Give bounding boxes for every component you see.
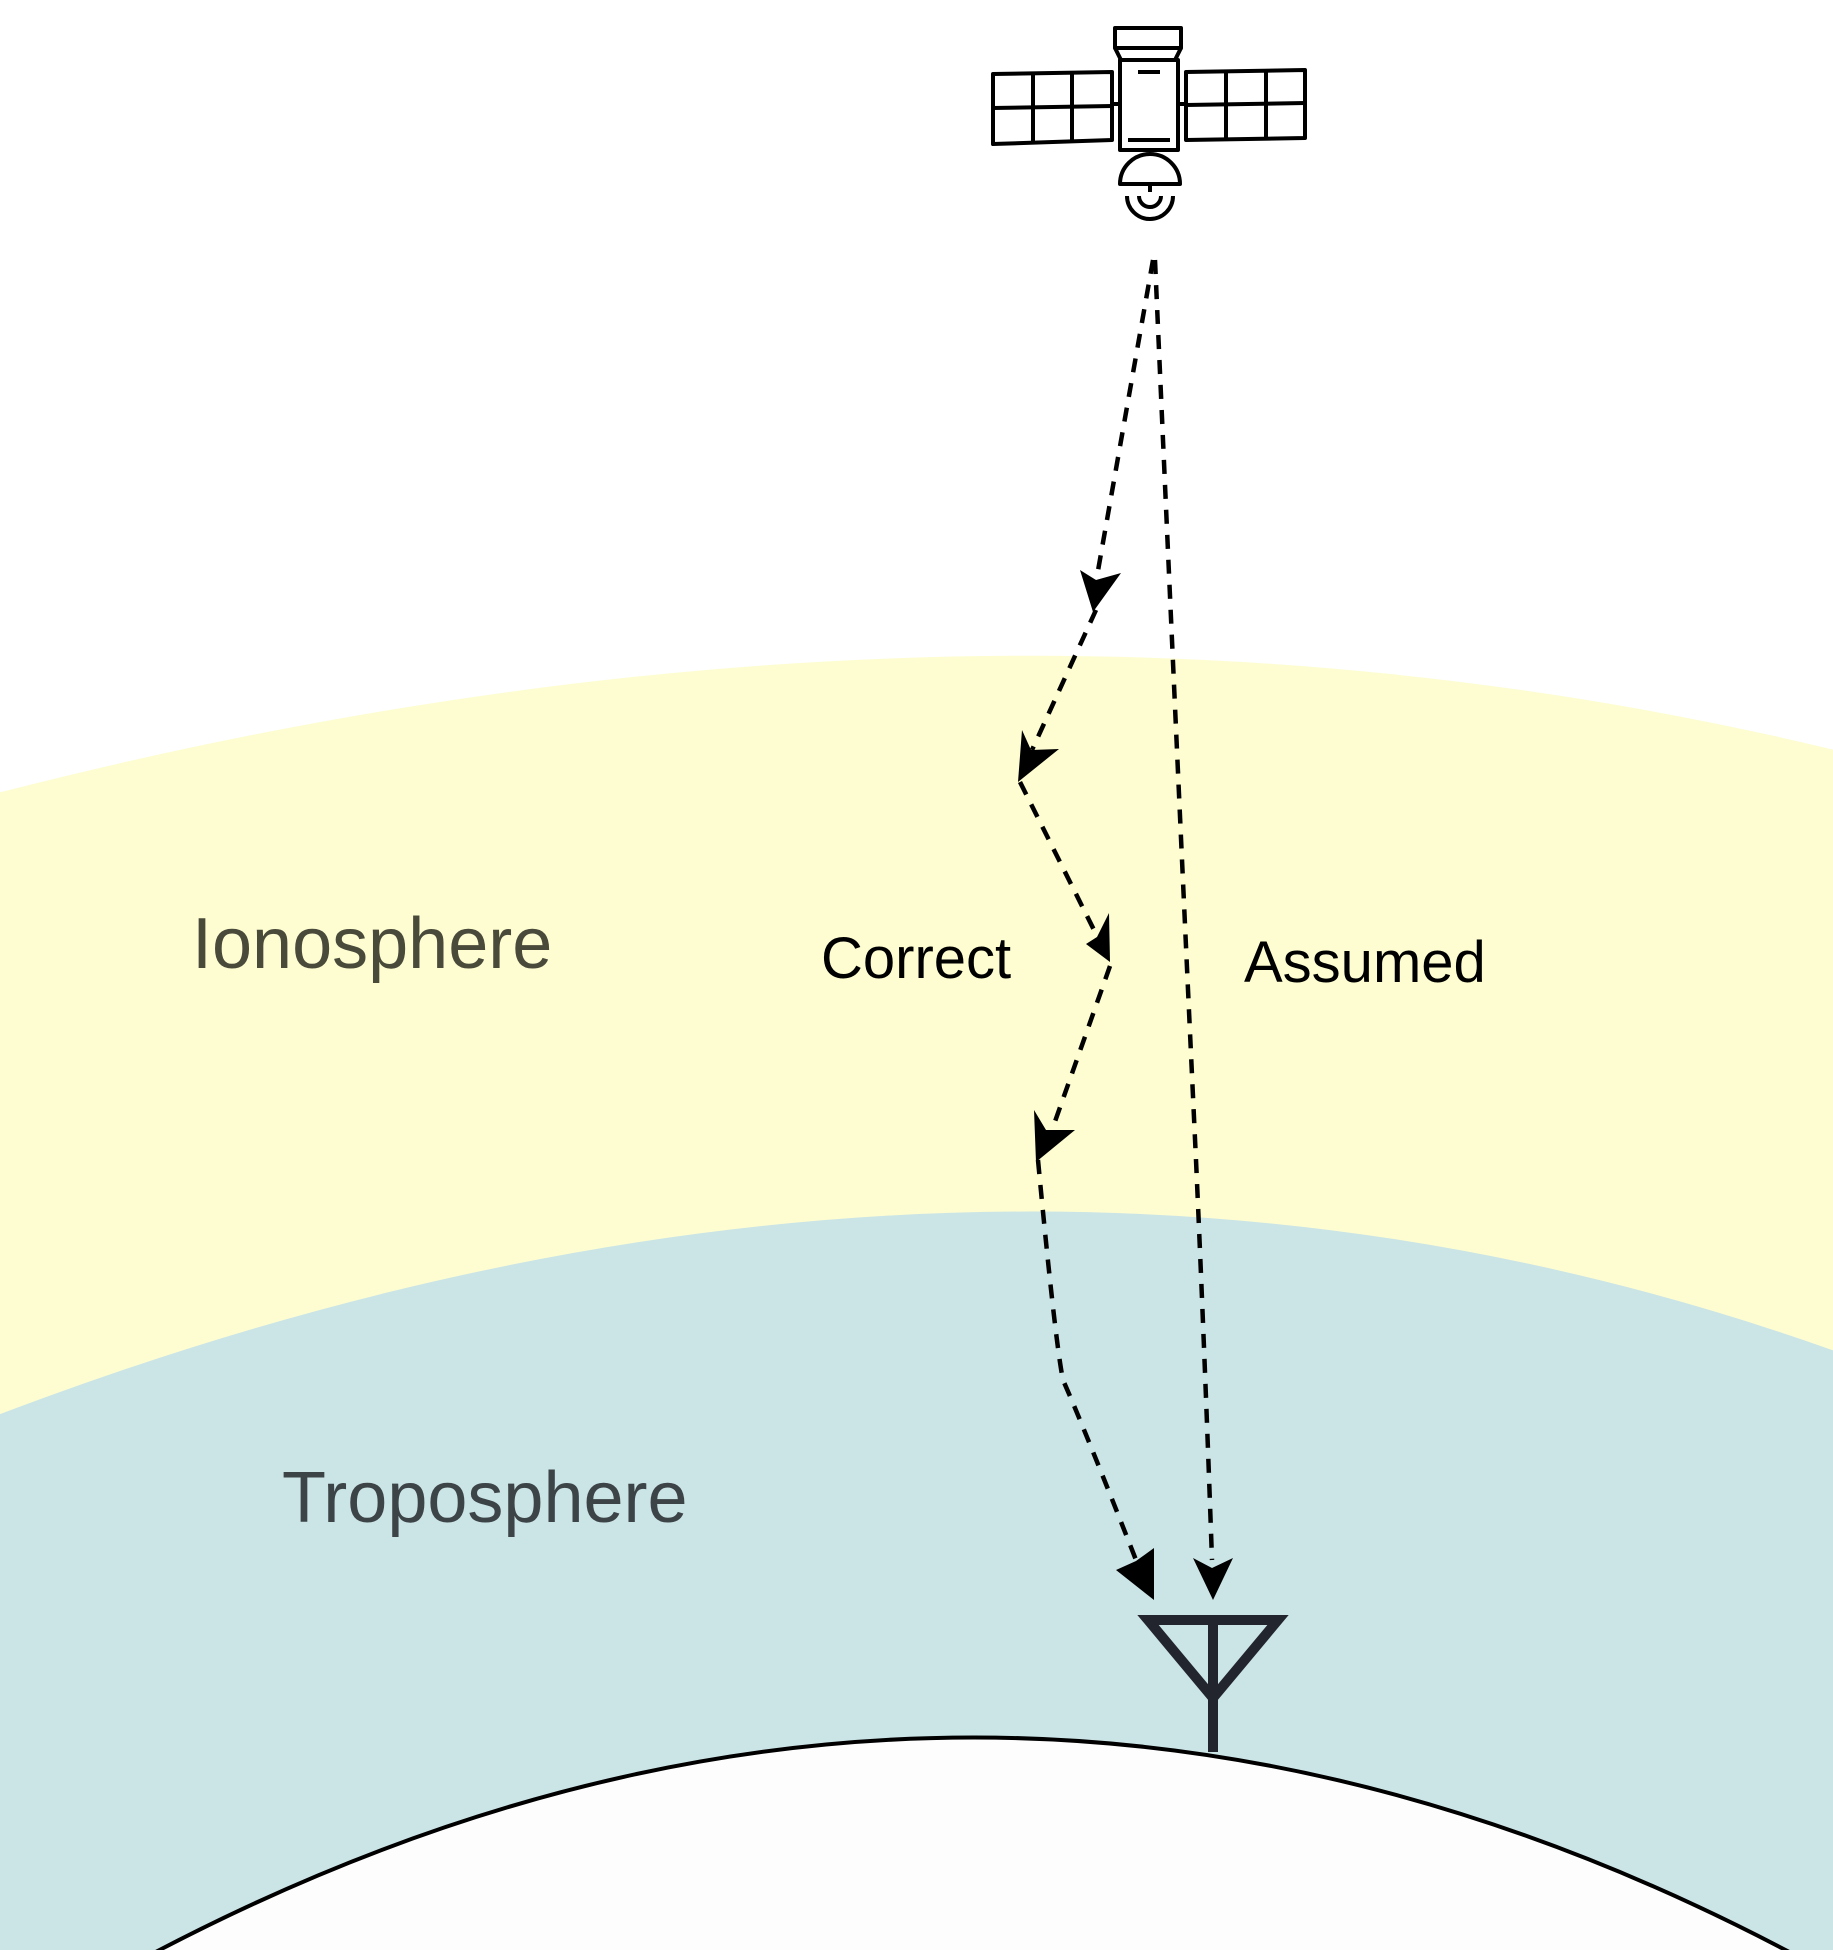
- correct-arrowhead: [1086, 913, 1110, 962]
- correct-signal-path: [1017, 259, 1156, 1561]
- correct-arrowhead: [1080, 570, 1121, 612]
- correct-path-label: Correct: [821, 926, 1011, 991]
- correct-arrowhead: [1034, 1110, 1075, 1162]
- assumed-path-segment: [1152, 259, 1215, 1561]
- antenna-icon: [1137, 1615, 1289, 1752]
- correct-path-segment: [1049, 965, 1113, 1131]
- ionosphere-label: Ionosphere: [192, 904, 552, 984]
- correct-path-segment: [1017, 780, 1100, 938]
- troposphere-label: Troposphere: [282, 1458, 688, 1538]
- assumed-signal-path: [1152, 259, 1233, 1600]
- troposphere-layer: [0, 1211, 1833, 1950]
- correct-arrowhead: [1116, 1548, 1154, 1600]
- assumed-arrowhead: [1193, 1558, 1233, 1600]
- correct-path-segment: [1093, 259, 1156, 583]
- correct-path-segment: [1035, 1159, 1139, 1561]
- earth-surface: [155, 1735, 1790, 1950]
- assumed-path-label: Assumed: [1244, 930, 1486, 995]
- correct-arrowhead: [1018, 730, 1059, 782]
- correct-path-segment: [1029, 609, 1099, 751]
- satellite-icon: [991, 26, 1307, 221]
